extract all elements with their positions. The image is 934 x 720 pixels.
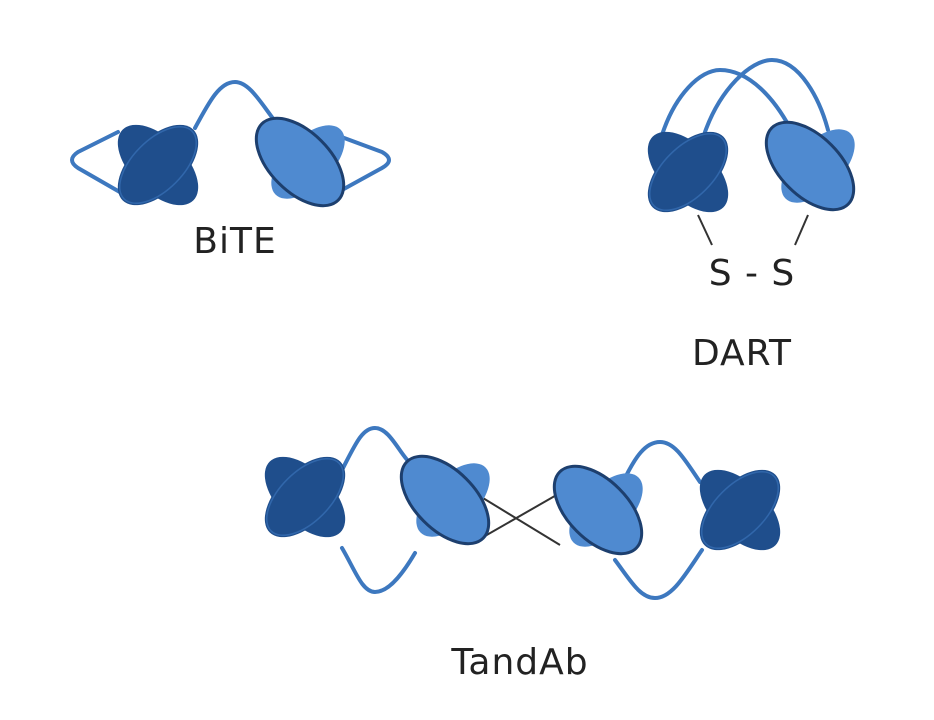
dart-disulfide-label: S - S [709, 253, 796, 294]
bite-light-domain [254, 116, 346, 208]
tandab-light-domain-right [552, 464, 644, 556]
tandab-label: TandAb [450, 642, 588, 683]
dart-disulfide-line-right [794, 214, 809, 246]
dart-dark-domain [647, 131, 729, 213]
dart-linker-1 [660, 68, 792, 137]
tandab-linker-top-left [340, 426, 414, 472]
tandab-light-domain-left [399, 454, 491, 546]
bite-label: BiTE [193, 221, 276, 262]
bite-linker [193, 80, 280, 130]
dart-linker-2 [703, 58, 830, 134]
tandab-dark-domain-right [699, 469, 781, 551]
dart-light-domain [764, 120, 856, 212]
bite-right-loop [326, 130, 391, 192]
tandab-cross-link-1 [477, 494, 561, 546]
bite-left-loop [70, 130, 127, 197]
bite-dark-domain [117, 124, 199, 206]
tandab-linker-bottom-right [613, 548, 704, 600]
dart-disulfide-line-left [697, 214, 713, 246]
tandab-linker-bottom-left [340, 546, 417, 594]
linkers [70, 58, 830, 600]
tandab-dark-domain-left [264, 456, 346, 538]
tandab-linker-top-right [623, 440, 702, 484]
dart-label: DART [692, 333, 792, 374]
tandab-cross-link-2 [477, 492, 561, 541]
domains [117, 116, 856, 556]
